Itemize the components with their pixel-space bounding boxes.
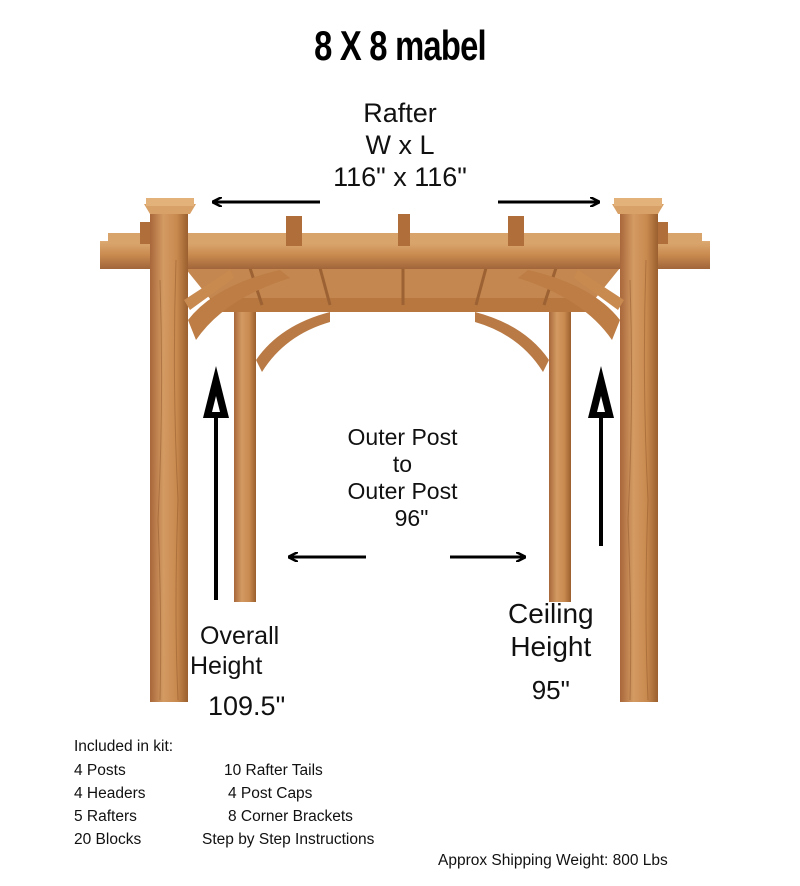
shipping-weight: Approx Shipping Weight: 800 Lbs (438, 852, 668, 869)
outer-post-label-line4: 96" (394, 505, 429, 532)
rafter-dimension-label: Rafter W x L 116" x 116" (300, 98, 500, 194)
post-cap (144, 204, 196, 214)
kit-item: 5 Rafters (74, 808, 137, 825)
rafter-label-line2: W x L (365, 129, 435, 160)
kit-item: 4 Headers (74, 785, 146, 802)
page-title: 8 X 8 mabel (314, 22, 486, 69)
overall-height-line2: Height (190, 651, 263, 680)
ceiling-height-arrow (588, 366, 614, 546)
kit-item: Step by Step Instructions (202, 831, 375, 848)
back-left-brace (256, 312, 330, 372)
back-right-brace (475, 312, 549, 372)
kit-item: 20 Blocks (74, 831, 142, 848)
ceiling-height-line2: Height (510, 631, 592, 663)
rafter-label-line3: 116" x 116" (333, 161, 467, 192)
overall-height-label: Overall Height 109.5" (190, 622, 285, 723)
outer-post-label-line3: Outer Post (347, 478, 458, 505)
kit-row: 4 Posts 10 Rafter Tails (74, 762, 396, 785)
kit-item: 8 Corner Brackets (228, 808, 353, 825)
overall-height-arrow (203, 366, 229, 600)
kit-table: 4 Posts 10 Rafter Tails 4 Headers 4 Post… (74, 762, 396, 854)
kit-row: 5 Rafters 8 Corner Brackets (74, 808, 396, 831)
back-left-post (234, 300, 256, 602)
outer-post-dimension-label: Outer Post to Outer Post 96" (310, 424, 495, 533)
front-right-post (620, 212, 658, 702)
post-cap (612, 204, 664, 214)
kit-heading: Included in kit: (74, 738, 174, 755)
kit-item: 4 Posts (74, 762, 126, 779)
ceiling-height-value: 95" (531, 675, 570, 706)
rafter-block (508, 216, 524, 246)
outer-post-label-line1: Outer Post (347, 424, 458, 450)
kit-row: 4 Headers 4 Post Caps (74, 785, 396, 808)
back-right-post (549, 300, 571, 602)
kit-row: 20 Blocks Step by Step Instructions (74, 831, 396, 854)
kit-contents: Included in kit: 4 Posts 10 Rafter Tails… (74, 738, 396, 854)
ceiling-height-line1: Ceiling (508, 598, 594, 629)
rafter-block (286, 216, 302, 246)
outer-post-label-line2: to (392, 451, 413, 478)
front-left-post (150, 212, 188, 702)
front-left-brace (188, 270, 290, 340)
front-right-brace (518, 270, 620, 340)
overall-height-line1: Overall (200, 622, 280, 650)
overall-height-value: 109.5" (208, 691, 286, 721)
kit-item: 10 Rafter Tails (224, 762, 323, 779)
rafter-block (398, 214, 410, 246)
ceiling-height-label: Ceiling Height 95" (508, 597, 594, 706)
rafter-label-line1: Rafter (363, 98, 437, 128)
kit-item: 4 Post Caps (228, 785, 313, 802)
